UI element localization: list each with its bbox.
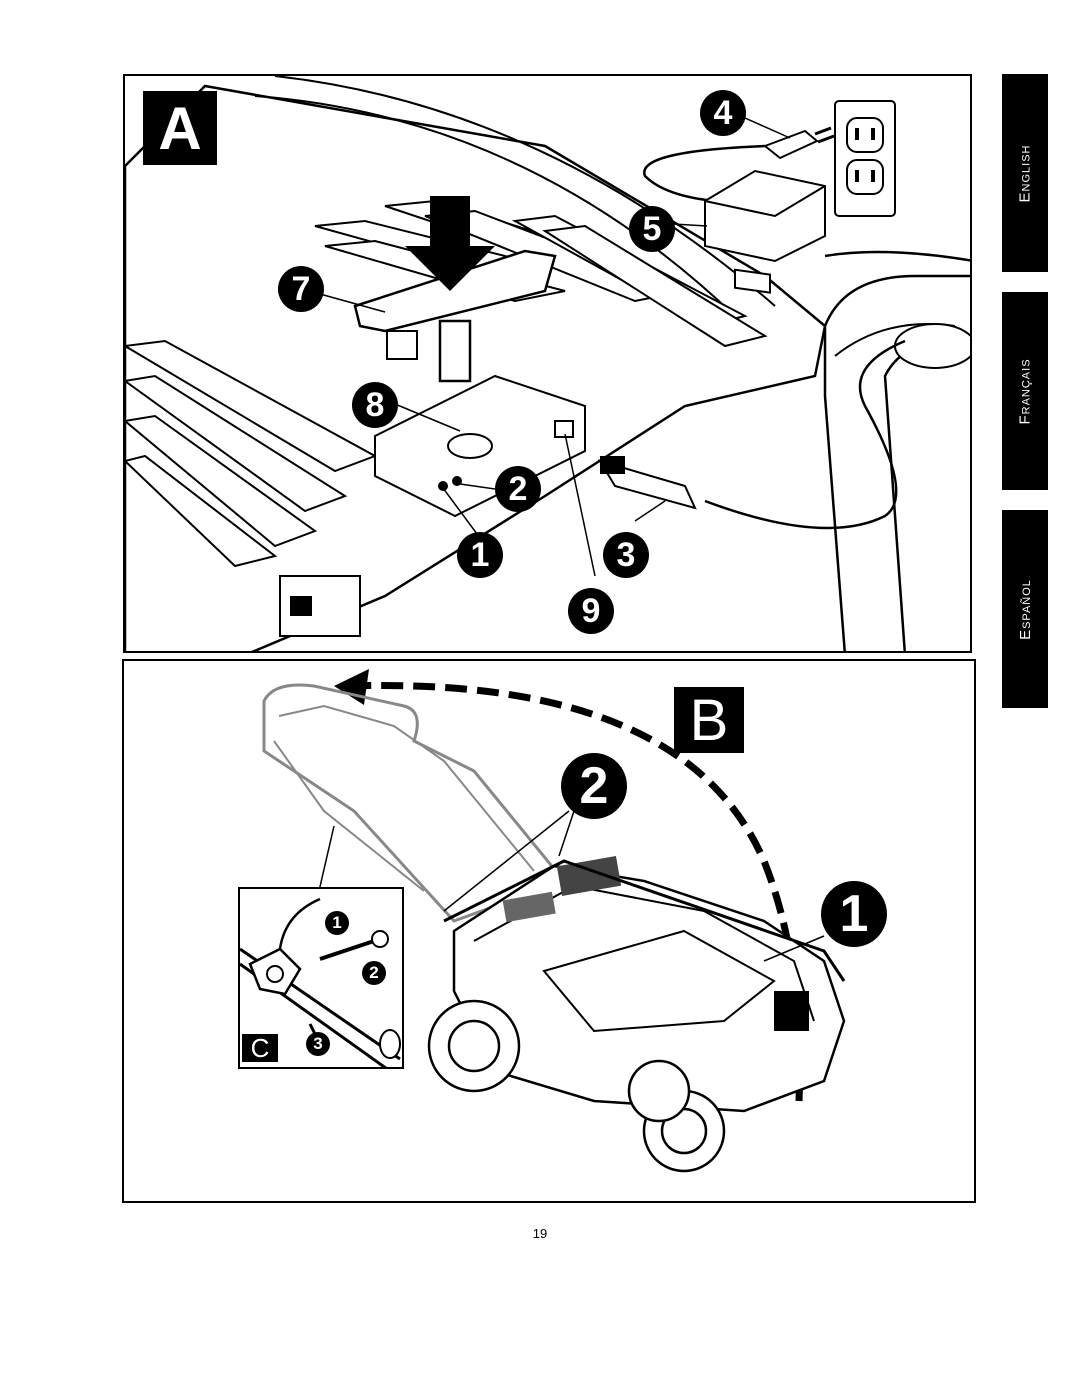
figure-b-illustration: [262, 669, 846, 1173]
figure-b-panel: B 2 1 1 2 3 C: [122, 659, 976, 1203]
figure-label-a: A: [143, 91, 217, 165]
language-tab-label: English: [1016, 144, 1034, 202]
callout-2: 2: [561, 753, 627, 819]
figure-label-b: B: [674, 687, 744, 753]
callout-3: 3: [306, 1032, 330, 1056]
page-number: 19: [532, 1226, 548, 1241]
language-tab-francais: Français: [1002, 292, 1048, 490]
callout-4: 4: [700, 90, 746, 136]
figure-c-illustration: [240, 897, 401, 1067]
figure-a-illustration: [125, 76, 970, 651]
callout-1: 1: [457, 532, 503, 578]
figure-a-panel: A 7 8 2 1 3 9 4 5: [123, 74, 972, 653]
language-tab-espanol: Español: [1002, 510, 1048, 708]
callout-3: 3: [603, 532, 649, 578]
figure-c-inset: 1 2 3 C: [238, 887, 404, 1069]
callout-8: 8: [352, 382, 398, 428]
callout-2: 2: [362, 961, 386, 985]
language-tab-english: English: [1002, 74, 1048, 272]
language-tab-label: Español: [1016, 578, 1034, 640]
callout-5: 5: [629, 206, 675, 252]
callout-9: 9: [568, 588, 614, 634]
callout-1: 1: [325, 911, 349, 935]
callout-2: 2: [495, 466, 541, 512]
language-tab-label: Français: [1016, 357, 1034, 425]
callout-7: 7: [278, 266, 324, 312]
callout-1: 1: [821, 881, 887, 947]
figure-label-c: C: [242, 1033, 278, 1063]
